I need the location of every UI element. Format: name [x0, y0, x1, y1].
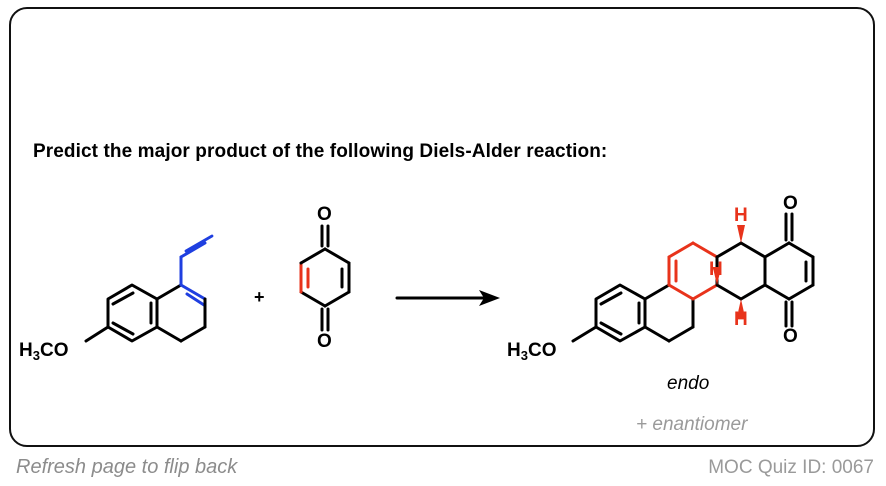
- reactant-methoxy-label: H3CO: [19, 340, 69, 363]
- dienophile-oxygen-top: O: [317, 204, 332, 225]
- enantiomer-note: + enantiomer: [636, 414, 748, 435]
- endo-label: endo: [667, 373, 710, 394]
- product-hydrogen-top: H: [734, 205, 748, 226]
- plus-sign: +: [254, 287, 265, 307]
- product-oxygen-bottom: O: [783, 326, 798, 347]
- quiz-id-label: MOC Quiz ID: 0067: [708, 457, 874, 478]
- reactant-methoxy-bond: [84, 325, 110, 343]
- benzoquinone: [299, 224, 351, 332]
- product-oxygen-top: O: [783, 193, 798, 214]
- reactant-vinyl-group: [179, 234, 214, 287]
- product-ring-b: [643, 283, 695, 343]
- dienophile-oxygen-bottom: O: [317, 331, 332, 352]
- quiz-card: [9, 7, 875, 447]
- product-hydrogen-middle: H: [709, 259, 723, 280]
- reactant-aromatic-ring: [106, 283, 159, 343]
- product-ring-d: [715, 212, 815, 328]
- refresh-hint[interactable]: Refresh page to flip back: [16, 456, 238, 478]
- product-aromatic-ring: [594, 283, 647, 343]
- product-hydrogen-bottom: H: [734, 309, 748, 330]
- product-methoxy-label: H3CO: [507, 340, 557, 363]
- product-stereo-wedges: [713, 225, 745, 317]
- product-methoxy-bond: [571, 325, 598, 343]
- question-text: Predict the major product of the followi…: [33, 141, 608, 162]
- reactant-cyclohexene-ring: [155, 283, 207, 343]
- reaction-arrow-head: [479, 290, 500, 306]
